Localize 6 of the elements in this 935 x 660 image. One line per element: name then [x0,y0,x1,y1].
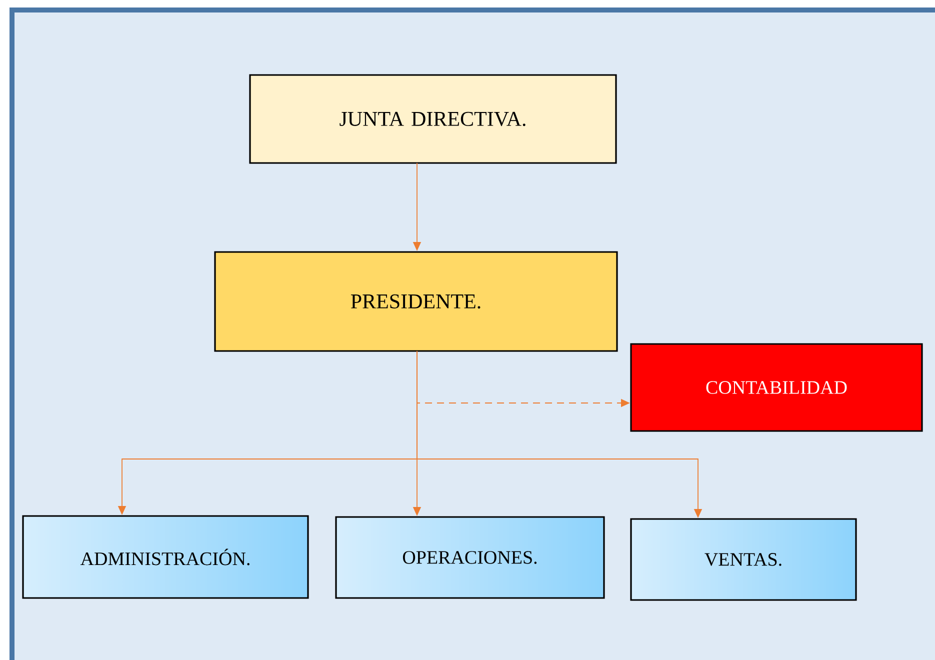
org-box: ADMINISTRACIÓN. [22,515,309,599]
org-box: CONTABILIDAD [630,343,923,432]
org-box: PRESIDENTE. [214,251,618,352]
org-box: JUNTA DIRECTIVA. [249,74,617,164]
org-box: OPERACIONES. [335,516,605,599]
org-box: VENTAS. [630,518,857,601]
